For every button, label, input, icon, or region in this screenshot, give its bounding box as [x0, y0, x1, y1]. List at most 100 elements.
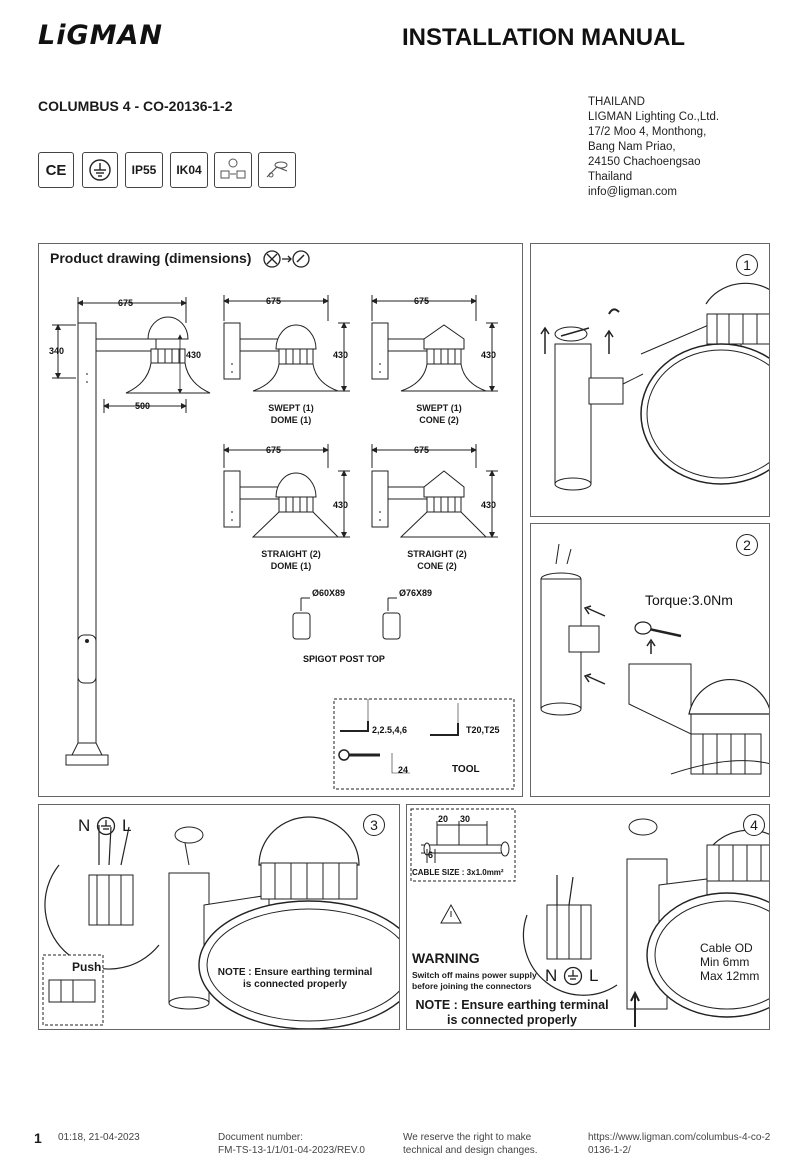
address-line: THAILAND: [588, 96, 645, 108]
print-datetime: 01:18, 21-04-2023: [58, 1132, 140, 1143]
note-line: NOTE : Ensure earthing terminal: [415, 998, 609, 1012]
address-line: 24150 Chachoengsao: [588, 156, 701, 168]
footer-line[interactable]: https://www.ligman.com/columbus-4-co-2: [588, 1132, 771, 1143]
address-line: Thailand: [588, 171, 633, 183]
cable-od-line: Min 6mm: [700, 955, 750, 969]
address-line: Bang Nam Priao,: [588, 141, 676, 153]
label-line: CONE (2): [417, 561, 457, 571]
pole-drawing: [52, 297, 211, 766]
dim-675-swept-cone: 675: [414, 296, 430, 306]
label-line: STRAIGHT (2): [261, 549, 321, 559]
tool-box: [333, 698, 515, 790]
label-line: CONE (2): [419, 415, 459, 425]
cable-od-label: Cable OD Min 6mm Max 12mm: [700, 941, 760, 983]
dim-500: 500: [135, 401, 151, 411]
strip-length-30: 30: [460, 814, 471, 824]
disclaimer: We reserve the right to make technical a…: [403, 1131, 538, 1157]
warning-line: Switch off mains power supply: [412, 970, 537, 980]
dim-675-swept-dome: 675: [266, 296, 282, 306]
note-line: is connected properly: [243, 979, 347, 990]
step2-number: 2: [736, 534, 758, 556]
dim-430-pole: 430: [186, 350, 202, 360]
dim-430-swept-cone: 430: [481, 350, 497, 360]
disassemble-icon: [263, 250, 310, 268]
straight-dome-drawing: [223, 444, 350, 538]
torx-sizes: T20,T25: [466, 725, 500, 735]
step1-illustration: [540, 282, 769, 491]
note-line: NOTE : Ensure earthing terminal: [217, 967, 373, 978]
cable-size-label: CABLE SIZE : 3x1.0mm²: [412, 868, 504, 877]
straight-cone-drawing: [371, 444, 498, 538]
swept-dome-drawing: [223, 295, 350, 392]
push-label: Push: [72, 960, 102, 974]
company-address: THAILAND LIGMAN Lighting Co.,Ltd. 17/2 M…: [588, 95, 719, 200]
strip-length-20: 20: [438, 814, 449, 824]
label-line: SWEPT (1): [416, 403, 462, 413]
step3-earthing-note: NOTE : Ensure earthing terminal is conne…: [210, 967, 380, 991]
step4-illustration: [410, 808, 769, 1027]
cable-od-line: Max 12mm: [700, 969, 760, 983]
product-url[interactable]: https://www.ligman.com/columbus-4-co-2 0…: [588, 1131, 770, 1157]
earth-ground-icon: [563, 966, 583, 986]
page-number: 1: [34, 1130, 42, 1146]
step1-number: 1: [736, 254, 758, 276]
spigot-76-label: Ø76X89: [399, 588, 433, 598]
live-label: L: [589, 966, 599, 985]
document-title: INSTALLATION MANUAL: [402, 24, 686, 51]
step1-panel: [530, 243, 770, 517]
footer-line: FM-TS-13-1/1/01-04-2023/REV.0: [218, 1145, 365, 1156]
footer-line: Document number:: [218, 1132, 304, 1143]
step2-illustration: [540, 543, 769, 775]
product-model: COLUMBUS 4 - CO-20136-1-2: [38, 98, 233, 114]
address-line: 17/2 Moo 4, Monthong,: [588, 126, 707, 138]
step-number-text: 3: [370, 817, 378, 833]
dim-430-straight-dome: 430: [333, 500, 349, 510]
driver-icon: [220, 158, 246, 179]
straight-cone-label: STRAIGHT (2) CONE (2): [390, 548, 484, 572]
ce-mark-badge: CE: [38, 152, 74, 188]
neutral-label: N: [545, 966, 558, 985]
brand-logo: LiGMAN: [38, 20, 163, 51]
footer-line[interactable]: 0136-1-2/: [588, 1145, 631, 1156]
swept-cone-label: SWEPT (1) CONE (2): [396, 402, 482, 426]
cable-od-line: Cable OD: [700, 941, 753, 955]
ce-text: CE: [45, 161, 67, 179]
step4-number: 4: [743, 814, 765, 836]
swept-dome-label: SWEPT (1) DOME (1): [248, 402, 334, 426]
step2-panel: [530, 523, 770, 797]
warning-heading: WARNING: [412, 950, 480, 966]
dim-675-pole: 675: [118, 298, 134, 308]
dim-340: 340: [49, 346, 65, 356]
ik-rating-badge: IK04: [170, 152, 208, 188]
ip-rating-text: IP55: [131, 163, 157, 177]
step4-panel: [406, 804, 770, 1030]
dim-430-straight-cone: 430: [481, 500, 497, 510]
dimension-drawings: [52, 295, 515, 790]
neutral-label: N: [78, 816, 91, 835]
dim-675-straight-cone: 675: [414, 445, 430, 455]
footer-line: technical and design changes.: [403, 1145, 538, 1156]
strip-length-6: 6: [428, 850, 434, 860]
document-number: Document number: FM-TS-13-1/1/01-04-2023…: [218, 1131, 365, 1157]
swept-cone-drawing: [371, 295, 498, 392]
ip-rating-badge: IP55: [125, 152, 163, 188]
earth-ground-icon: [96, 816, 116, 836]
spigot-post-top-label: SPIGOT POST TOP: [303, 654, 385, 664]
dim-675-straight-dome: 675: [266, 445, 282, 455]
hex-key-sizes: 2,2.5,4,6: [372, 725, 408, 735]
product-drawing-title: Product drawing (dimensions): [50, 250, 252, 266]
torque-label: Torque:3.0Nm: [645, 592, 733, 608]
address-line: info@ligman.com: [588, 186, 678, 198]
step3-panel: [38, 804, 400, 1030]
earth-class-badge: [82, 152, 118, 188]
label-line: DOME (1): [270, 415, 312, 425]
step3-number: 3: [363, 814, 385, 836]
tilt-lamp-icon: [266, 161, 288, 178]
footer-line: We reserve the right to make: [403, 1132, 532, 1143]
tool-label: TOOL: [452, 764, 480, 775]
live-label: L: [122, 816, 132, 835]
driver-badge: [214, 152, 252, 188]
label-line: DOME (1): [270, 561, 312, 571]
warning-text: Switch off mains power supply before joi…: [412, 970, 537, 992]
warning-line: before joining the connectors: [412, 981, 532, 991]
